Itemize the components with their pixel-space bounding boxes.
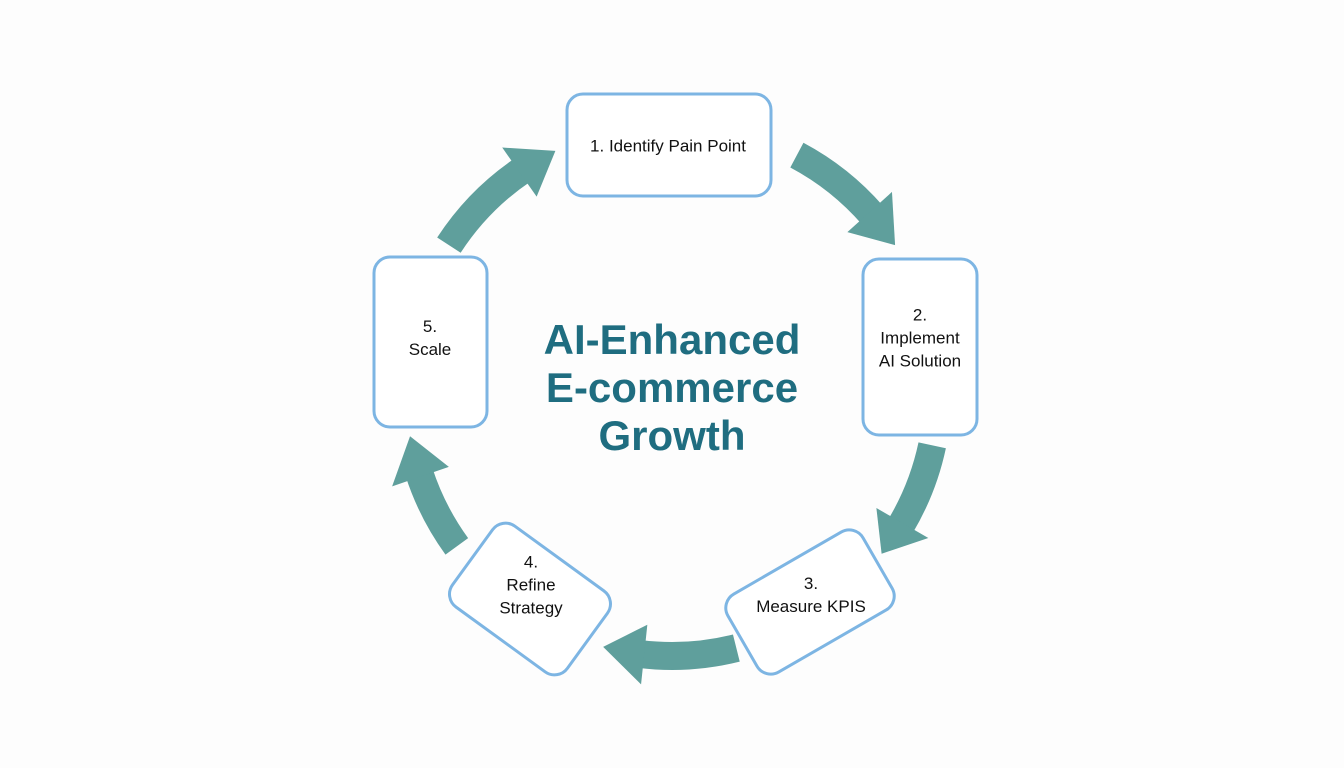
step-4-box — [448, 521, 612, 677]
arrowhead-4 — [392, 436, 449, 487]
step-5-label: 5.Scale — [408, 317, 452, 359]
arrowhead-3 — [603, 624, 648, 685]
arrowhead-2 — [876, 508, 929, 554]
step-1-box — [565, 92, 773, 198]
arrowhead-5 — [502, 147, 556, 197]
step-3-box — [724, 528, 896, 676]
diagram-title: AI-Enhanced E-commerce Growth — [543, 316, 801, 459]
step-3-label: 3.Measure KPIS — [756, 574, 866, 616]
cycle-arrow-1 — [790, 142, 884, 225]
step-5-box — [372, 255, 489, 429]
step-1-label: 1. Identify Pain Point — [590, 136, 746, 156]
step-2-box — [861, 257, 979, 437]
cycle-arrow-2 — [887, 442, 946, 535]
cycle-arrow-5 — [437, 157, 532, 253]
cycle-arrow-3 — [637, 634, 740, 670]
arrowhead-1 — [847, 191, 896, 246]
cycle-arrow-4 — [405, 467, 469, 555]
